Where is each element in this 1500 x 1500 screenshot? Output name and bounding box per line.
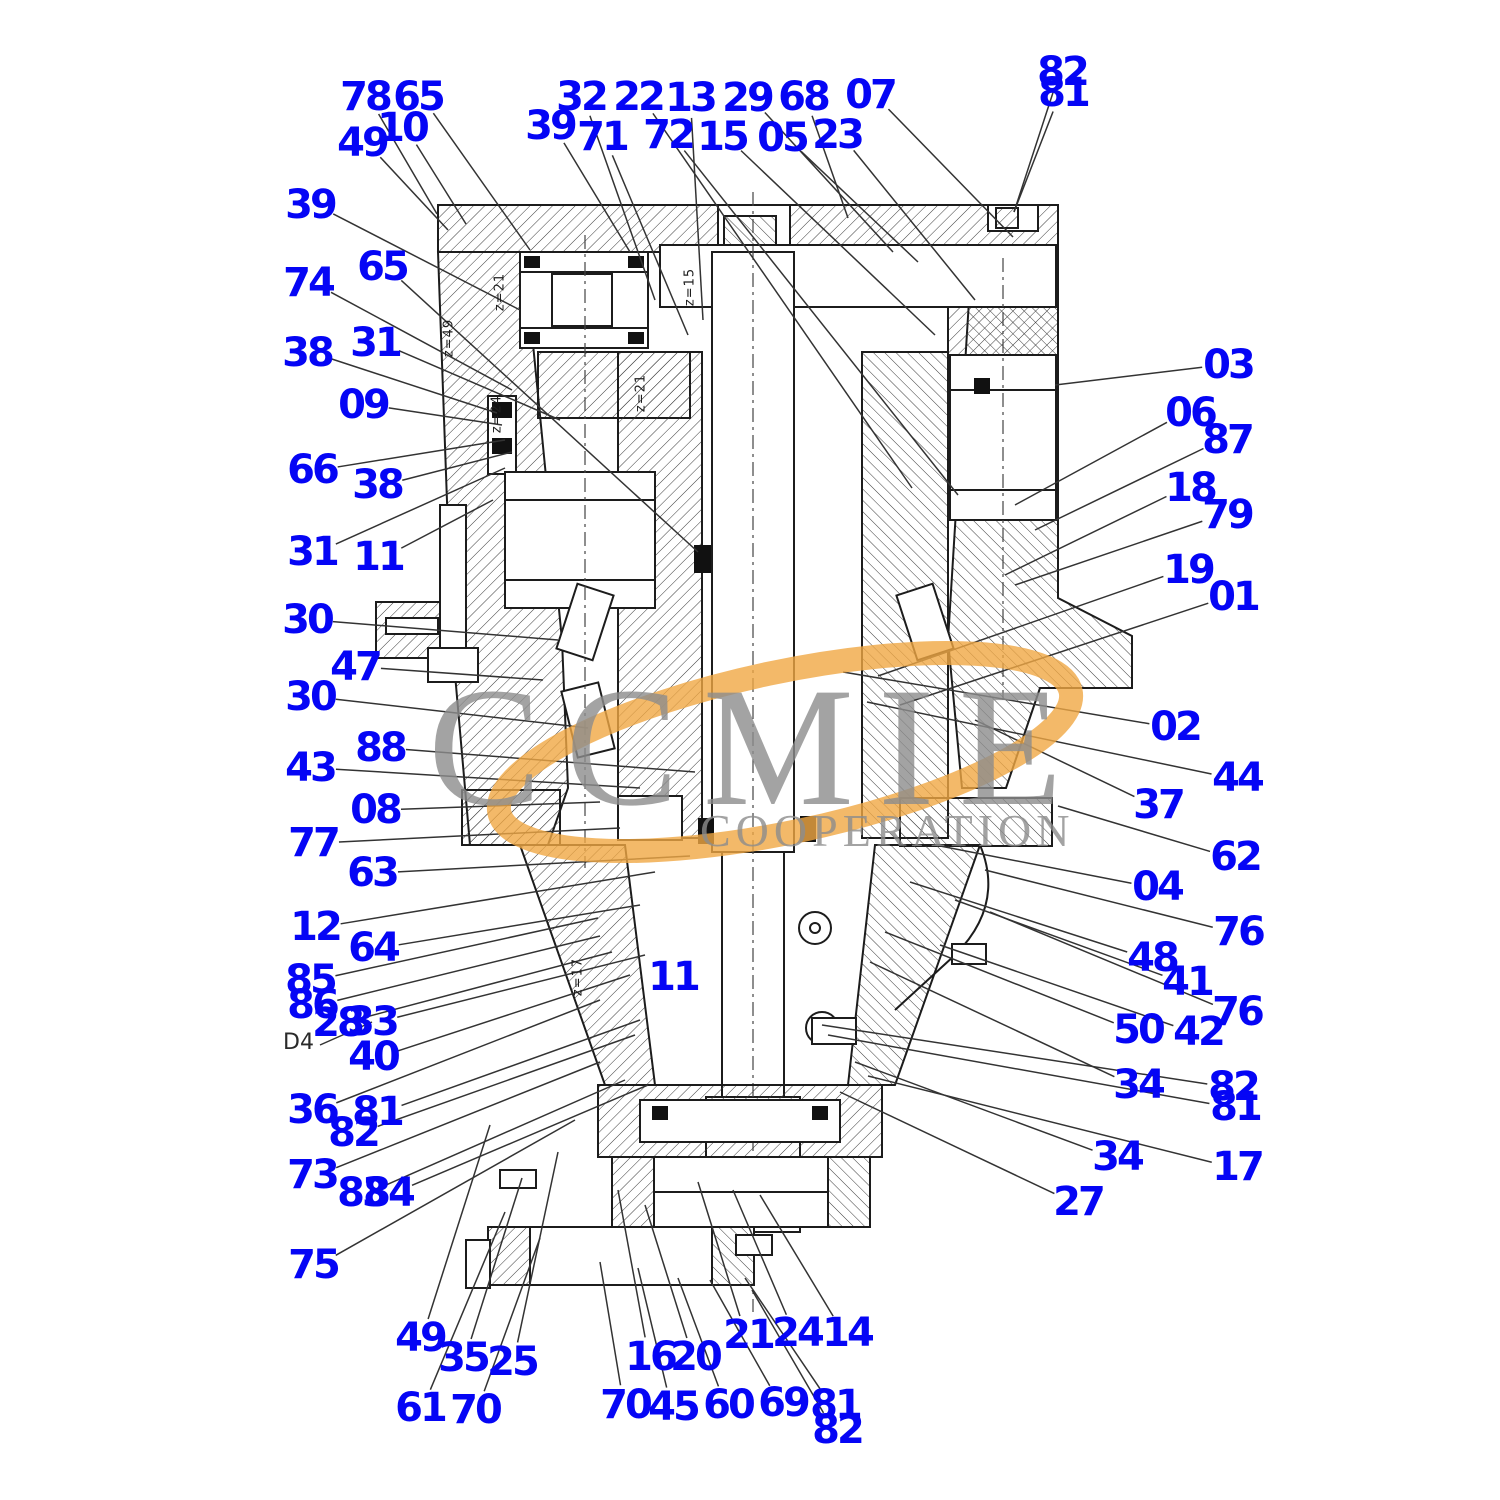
leader-line-05 (800, 150, 919, 263)
leader-line-49 (379, 156, 449, 231)
leader-line-07 (887, 108, 1014, 238)
leader-line-82 (377, 1034, 636, 1128)
leader-line-81 (401, 1019, 641, 1107)
leader-line-29 (764, 112, 894, 253)
leader-line-38 (402, 451, 513, 481)
leader-line-39 (563, 142, 631, 253)
leader-line-32 (589, 115, 656, 301)
leader-line-27 (839, 1091, 1055, 1195)
leader-line-33 (397, 954, 646, 1018)
watermark-subtitle-text: COOPERATION (700, 805, 1075, 856)
leader-line-06 (1014, 421, 1168, 506)
leader-line-41 (954, 899, 1163, 977)
leader-line-73 (335, 1061, 601, 1169)
leader-line-81 (1013, 111, 1054, 213)
leader-line-72 (683, 150, 959, 496)
leader-line-21 (697, 1181, 741, 1317)
leader-line-64 (398, 904, 641, 946)
leader-line-76 (984, 869, 1213, 928)
leader-line-75 (335, 1119, 576, 1256)
leader-line-20 (644, 1204, 688, 1339)
leader-line-62 (1057, 805, 1211, 853)
leader-line-70 (483, 1237, 541, 1392)
leader-line-25 (516, 1151, 559, 1343)
leader-line-61 (429, 1211, 506, 1390)
leader-line-16 (617, 1189, 646, 1338)
leader-line-60 (677, 1277, 720, 1387)
leader-line-87 (1034, 447, 1204, 531)
leader-line-82 (751, 1289, 825, 1414)
leader-line-45 (637, 1267, 668, 1388)
leader-line-34 (869, 961, 1115, 1078)
leader-line-82 (1013, 90, 1055, 213)
leader-line-12 (340, 871, 656, 925)
leader-line-09 (388, 407, 503, 426)
leader-line-81 (744, 1277, 821, 1390)
leader-line-49 (427, 1124, 491, 1320)
leader-lines (330, 90, 1214, 1414)
leader-line-71 (611, 155, 689, 336)
leader-line-68 (811, 115, 849, 219)
leader-line-81 (827, 1034, 1210, 1105)
leader-line-24 (732, 1189, 788, 1316)
leader-line-66 (337, 439, 506, 468)
leader-line-35 (470, 1177, 523, 1340)
leader-line-18 (1004, 495, 1167, 576)
leader-line-48 (909, 881, 1128, 953)
leader-line-15 (740, 150, 936, 336)
leader-line-42 (939, 944, 1174, 1027)
leader-line-11 (400, 499, 494, 549)
leader-line-22 (652, 112, 913, 489)
leader-line-85 (335, 917, 599, 977)
leader-line-74 (330, 291, 513, 391)
leader-line-14 (759, 1194, 834, 1317)
leader-line-82 (821, 1024, 1208, 1085)
leader-line-65 (432, 112, 531, 251)
leader-line-39 (332, 213, 521, 311)
leader-line-34 (854, 1061, 1093, 1151)
leader-line-28 (361, 951, 613, 1019)
leader-line-40 (397, 974, 631, 1052)
leader-line-30 (332, 620, 559, 641)
leader-line-50 (884, 931, 1115, 1024)
leader-line-31 (335, 467, 506, 545)
leader-line-31 (398, 349, 561, 421)
leader-line-69 (709, 1279, 771, 1387)
watermark-brand-text: CCMIE (428, 653, 1087, 841)
leader-line-78 (377, 113, 438, 215)
leader-line-10 (415, 144, 467, 225)
figure-note: D4 (283, 1030, 314, 1055)
leader-line-79 (1014, 520, 1203, 586)
leader-line-70 (599, 1261, 622, 1386)
leader-line-13 (690, 117, 704, 321)
lower-reduction-and-output (465, 844, 990, 1289)
leader-line-83 (385, 1079, 626, 1186)
leader-line-84 (411, 1084, 649, 1187)
leader-line-03 (1054, 366, 1203, 386)
leader-line-86 (337, 935, 601, 1002)
leader-line-76 (989, 911, 1214, 1006)
leader-line-17 (867, 1075, 1212, 1163)
leader-line-23 (853, 149, 976, 301)
fig-note-leader (319, 1021, 373, 1046)
leader-line-38 (331, 358, 498, 414)
leader-line-36 (336, 999, 601, 1104)
